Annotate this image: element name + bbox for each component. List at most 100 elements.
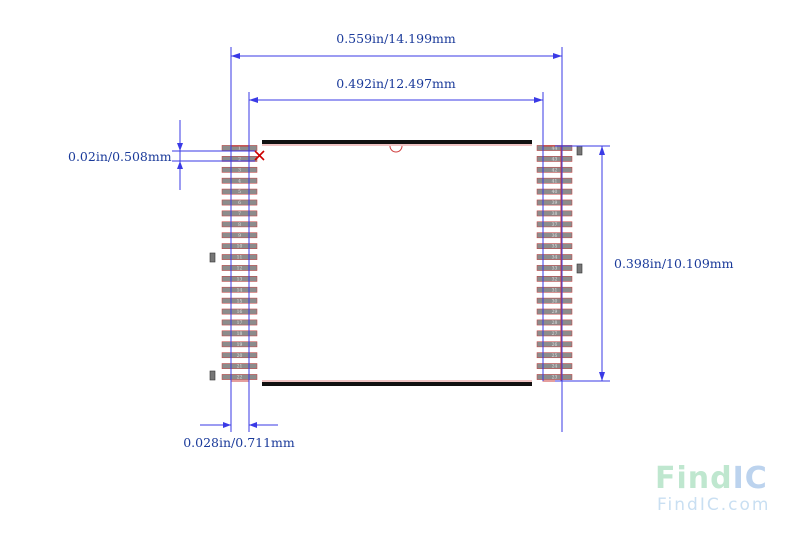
pin1-marker-icon: [254, 150, 265, 161]
pad: 39: [536, 199, 573, 206]
pad: 40: [536, 188, 573, 195]
side-marker: [576, 145, 583, 156]
pad: 15: [221, 297, 258, 304]
pad-number: 32: [552, 276, 558, 282]
pad-rect: [536, 319, 573, 326]
pad-number: 5: [238, 189, 241, 195]
body-top-edge: [262, 140, 532, 144]
pad: 25: [536, 352, 573, 359]
pad: 5: [221, 188, 258, 195]
pad-rect: [221, 363, 258, 369]
pad-number: 8: [238, 222, 241, 228]
pad: 9: [221, 232, 258, 239]
dimension-lines: [172, 47, 610, 432]
watermark-brand-ic: IC: [733, 461, 768, 496]
pad: 7: [221, 210, 258, 217]
pad-number: 30: [552, 298, 558, 304]
pad-rect: [536, 232, 573, 239]
dim-body-height-label: 0.398in/10.109mm: [614, 256, 734, 271]
pad: 41: [536, 177, 573, 184]
pad-rect: [221, 276, 258, 282]
pad-number: 34: [552, 255, 558, 261]
pad: 17: [221, 319, 258, 326]
pad-rect: [221, 352, 258, 359]
pad-number: 27: [552, 331, 558, 337]
dim-body-width-label: 0.492in/12.497mm: [336, 76, 456, 91]
pad-rect: [221, 177, 258, 184]
pad: 42: [536, 166, 573, 173]
pad-number: 13: [237, 276, 243, 282]
pad-number: 21: [237, 364, 243, 370]
dim-lead-width-label: 0.028in/0.711mm: [183, 435, 295, 450]
pad-number: 44: [552, 146, 558, 152]
pad-number: 43: [552, 157, 558, 163]
pad-rect: [536, 243, 573, 249]
pad-rect: [536, 199, 573, 206]
pad-rect: [221, 243, 258, 249]
pad-number: 2: [238, 157, 241, 163]
pad-number: 38: [552, 211, 558, 217]
pad-number: 40: [552, 189, 558, 195]
pad: 22: [221, 374, 258, 381]
pad: 35: [536, 243, 573, 250]
pad-number: 28: [552, 320, 558, 326]
pad-number: 26: [552, 342, 558, 348]
pad-rect: [221, 188, 258, 195]
watermark-brand-find: Find: [655, 461, 733, 496]
pad: 12: [221, 265, 258, 272]
pad-number: 20: [237, 353, 243, 359]
pad: 26: [536, 341, 573, 348]
pad-rect: [536, 297, 573, 304]
pad-number: 33: [552, 266, 558, 272]
pad: 24: [536, 363, 573, 370]
pad: 20: [221, 352, 258, 359]
pad: 18: [221, 330, 258, 337]
pad-number: 7: [238, 211, 241, 217]
pad-number: 31: [552, 287, 558, 293]
pad-rect: [221, 221, 258, 228]
pad: 38: [536, 210, 573, 217]
pad-number: 17: [237, 320, 243, 326]
pad-rect: [221, 166, 258, 173]
pad-number: 29: [552, 309, 558, 315]
pad: 36: [536, 232, 573, 239]
pad-number: 25: [552, 353, 558, 359]
pad: 6: [221, 199, 258, 206]
pad-rect: [536, 177, 573, 184]
pad-rect: [221, 232, 258, 239]
pad-rect: [536, 210, 573, 217]
body-bottom-edge: [262, 382, 532, 386]
side-marker: [209, 252, 216, 263]
pad-rect: [536, 166, 573, 173]
pad-number: 11: [237, 255, 243, 261]
pad-rect: [536, 330, 573, 337]
side-marker: [209, 370, 216, 381]
pad-number: 16: [237, 309, 243, 315]
pad-number: 14: [237, 287, 243, 293]
findic-watermark: FindIC FindIC.com: [655, 461, 768, 515]
pad-rect: [221, 319, 258, 326]
pad-number: 36: [552, 233, 558, 239]
pad: 37: [536, 221, 573, 228]
pad-rect: [536, 286, 573, 293]
svg-text:FindIC: FindIC: [655, 461, 768, 496]
pad: 3: [221, 166, 258, 173]
pad-number: 9: [238, 233, 241, 239]
pad-number: 15: [237, 298, 243, 304]
pad: 8: [221, 221, 258, 228]
pad-rect: [221, 374, 258, 380]
pad: 4: [221, 177, 258, 184]
pad-rect: [536, 156, 573, 162]
pad: 10: [221, 243, 258, 250]
pad-rect: [221, 265, 258, 271]
pad: 32: [536, 276, 573, 282]
pad-number: 39: [552, 200, 558, 206]
pad-number: 1: [238, 146, 241, 152]
pad: 13: [221, 276, 258, 282]
pad-rect: [536, 352, 573, 359]
pad: 27: [536, 330, 573, 337]
pad-number: 35: [552, 244, 558, 250]
pad: 29: [536, 308, 573, 315]
